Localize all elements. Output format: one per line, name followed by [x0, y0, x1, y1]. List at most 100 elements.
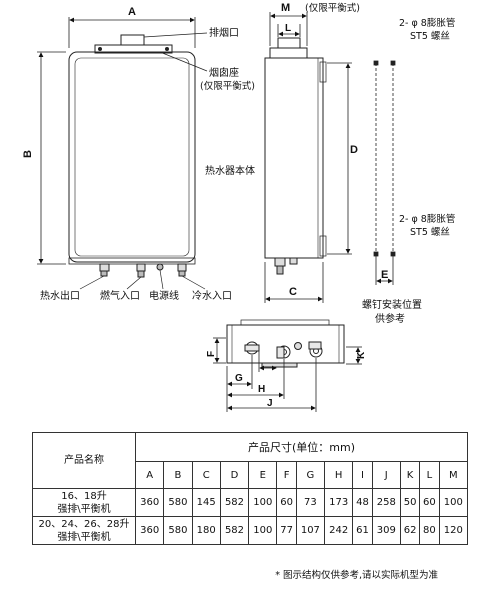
table-cell: 50	[399, 488, 421, 517]
bottom-view	[226, 319, 345, 368]
dim-f-label: F	[206, 351, 217, 357]
table-cell: 80	[419, 516, 440, 545]
col-header: C	[191, 461, 221, 489]
table-cell: 100	[438, 488, 469, 517]
table-cell: 73	[295, 488, 326, 517]
anchor-bot-line2: ST5 螺丝	[410, 226, 450, 238]
dim-c	[264, 262, 324, 303]
anchor-top-line1: 2- φ 8膨胀管	[399, 17, 455, 29]
size-header: 产品尺寸(单位：mm)	[135, 432, 468, 462]
label-flue-base-note: (仅限平衡式)	[200, 80, 255, 92]
column-header-row: A B C D E F G H I J K L M	[33, 461, 469, 489]
product-name-cell: 16、18升强排\平衡机	[32, 488, 136, 517]
table-cell: 107	[295, 516, 326, 545]
name-header: 产品名称	[32, 432, 136, 489]
screw-hole-tl	[373, 60, 379, 66]
dim-m	[269, 12, 308, 46]
table-cell: 145	[191, 488, 221, 517]
col-header: E	[248, 461, 278, 489]
product-name-cell: 20、24、26、28升强排\平衡机	[32, 516, 136, 545]
table-row: 16、18升强排\平衡机 360 580 145 582 100 60 73 1…	[32, 488, 469, 517]
label-gas-inlet: 燃气入口	[100, 289, 140, 302]
table-cell: 48	[352, 488, 373, 517]
label-hot-water-outlet: 热水出口	[40, 289, 80, 302]
table-cell: 60	[276, 488, 297, 517]
product-name-line2: 强排\平衡机	[57, 503, 111, 515]
dim-f	[213, 337, 226, 364]
col-header: K	[399, 461, 421, 489]
dim-a	[68, 17, 196, 48]
dim-h	[227, 359, 285, 399]
dim-g-label: G	[235, 373, 243, 384]
dim-e-label: E	[381, 269, 388, 281]
dim-h-label: H	[258, 384, 265, 395]
dim-b	[37, 51, 66, 265]
table-cell: 309	[371, 516, 401, 545]
col-header: A	[134, 461, 165, 489]
dim-c-label: C	[289, 286, 297, 298]
table-cell: 100	[248, 516, 278, 545]
dim-g	[226, 355, 253, 389]
col-header: D	[219, 461, 250, 489]
table-cell: 580	[163, 516, 193, 545]
dim-a-label: A	[128, 6, 136, 18]
dim-d-label: D	[350, 144, 358, 156]
side-flue	[277, 37, 301, 49]
dim-m-label: M	[281, 2, 290, 14]
anchor-top-line2: ST5 螺丝	[410, 30, 450, 42]
table-cell: 61	[352, 516, 373, 545]
col-header: F	[276, 461, 297, 489]
table-cell: 60	[419, 488, 440, 517]
dim-d	[327, 62, 352, 255]
exhaust-pipe	[120, 34, 145, 46]
table-cell: 100	[248, 488, 278, 517]
product-name-line2: 强排\平衡机	[57, 531, 111, 543]
col-header: I	[352, 461, 373, 489]
screw-hole-tr	[390, 60, 396, 66]
screw-pos-line2: 供参考	[375, 312, 405, 325]
table-cell: 582	[219, 516, 250, 545]
dim-j	[226, 358, 317, 412]
dim-l-label: L	[285, 23, 291, 34]
table-cell: 180	[191, 516, 221, 545]
dim-k-label: K	[356, 351, 367, 359]
table-cell: 582	[219, 488, 250, 517]
screw-positions	[373, 60, 396, 285]
col-header: J	[371, 461, 401, 489]
label-exhaust-outlet: 排烟口	[209, 26, 239, 39]
label-power-cord: 电源线	[149, 289, 179, 302]
table-row: 20、24、26、28升强排\平衡机 360 580 180 582 100 7…	[32, 516, 469, 545]
footnote: * 图示结构仅供参考,请以实际机型为准	[275, 570, 438, 581]
table-cell: 242	[324, 516, 354, 545]
table-cell: 173	[324, 488, 354, 517]
flue-base	[94, 44, 173, 54]
anchor-bot-line1: 2- φ 8膨胀管	[399, 213, 455, 225]
dim-l	[277, 24, 301, 37]
product-name-line1: 20、24、26、28升	[38, 518, 130, 530]
dim-k	[346, 346, 362, 365]
table-cell: 580	[163, 488, 193, 517]
dimension-drawing: A B D C M L E F K G H J (仅限平衡式) 排烟口 烟囱座 …	[22, 2, 455, 412]
dim-b-label: B	[22, 150, 34, 158]
screw-hole-br	[390, 251, 396, 257]
col-header: G	[295, 461, 326, 489]
front-view	[68, 32, 208, 290]
casing-outer	[68, 51, 196, 263]
m-note: (仅限平衡式)	[305, 2, 360, 14]
side-body	[264, 57, 324, 259]
table-cell: 360	[134, 516, 165, 545]
bv-power-cord	[294, 342, 302, 350]
table-cell: 258	[371, 488, 401, 517]
col-header: H	[324, 461, 354, 489]
col-header: B	[163, 461, 193, 489]
col-header: M	[438, 461, 469, 489]
side-view	[264, 37, 327, 275]
screw-hole-bl	[373, 251, 379, 257]
label-flue-base: 烟囱座	[209, 66, 239, 79]
casing-inner	[74, 57, 190, 257]
col-header: L	[419, 461, 440, 489]
table-cell: 77	[276, 516, 297, 545]
dim-j-label: J	[267, 398, 273, 409]
spec-table: 产品名称 产品尺寸(单位：mm) A B C D E F G H I J K L…	[32, 432, 469, 545]
product-name-line1: 16、18升	[61, 490, 107, 502]
